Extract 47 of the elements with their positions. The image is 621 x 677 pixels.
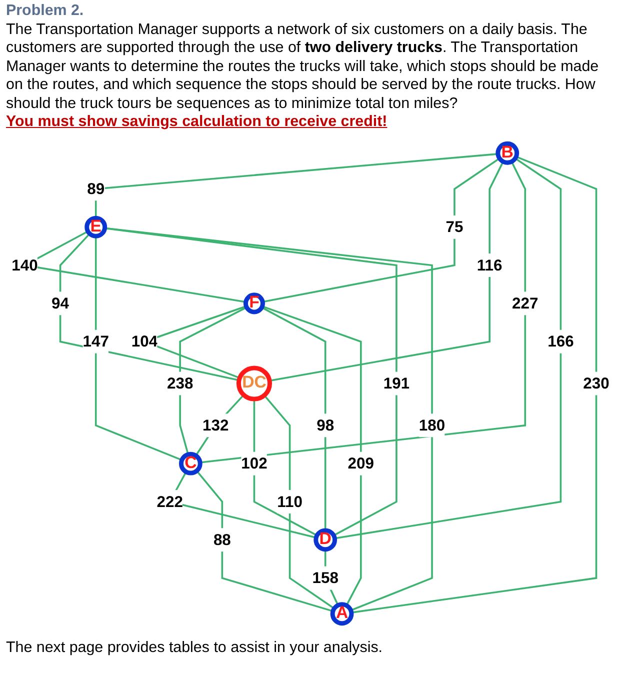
edge-label: 140 — [12, 255, 38, 274]
connector — [94, 152, 498, 218]
edge-label: 116 — [476, 255, 502, 274]
edge-label: 209 — [348, 454, 374, 472]
edge-label: 75 — [446, 217, 464, 236]
instruction-note: You must show savings calculation to receive credit! — [6, 113, 388, 132]
edge-label: 166 — [548, 332, 574, 350]
connector — [94, 236, 182, 460]
problem-statement: The Transportation Manager supports a network of six customers on a daily basis. The customers are supported through the use of two delivery trucks. The Transportation Manager wants to determine the routes the trucks will take, which stops should be made on the routes, and which sequence the stops should be served by the route trucks. How should the truck tours be sequences as to minimize total ton miles? — [6, 20, 600, 113]
edge-label: 238 — [166, 373, 194, 392]
edge-label: 94 — [52, 293, 70, 312]
node-circle: A — [330, 602, 354, 626]
edge-label: 102 — [241, 454, 268, 472]
edge-label: 227 — [512, 293, 538, 312]
node-circle: F — [243, 292, 265, 314]
edge-label: 147 — [82, 332, 109, 350]
connector — [196, 470, 334, 612]
connector — [200, 160, 526, 463]
node-circle: B — [496, 140, 520, 164]
edge-label: 222 — [156, 492, 183, 510]
edge-label: 89 — [87, 178, 105, 197]
edge-label: 104 — [131, 332, 158, 350]
connector — [253, 398, 318, 536]
connector — [351, 155, 598, 613]
edge-label: 230 — [583, 373, 610, 392]
connector — [269, 160, 504, 382]
connector — [264, 394, 335, 609]
edge-label: 88 — [213, 530, 231, 548]
connector — [59, 232, 240, 381]
edge-label: 110 — [277, 492, 302, 510]
edge-label: 132 — [202, 415, 229, 434]
caption: The next page provides tables to assist in your analysis. — [6, 638, 383, 656]
connector — [334, 157, 562, 539]
problem-heading: Problem 2. — [6, 2, 85, 20]
connector — [179, 306, 248, 454]
node-circle: E — [84, 215, 108, 238]
connector — [195, 394, 244, 456]
node-circle: D — [314, 528, 338, 552]
node-circle: DC — [236, 365, 272, 401]
edge-label: 191 — [383, 373, 410, 392]
connector — [261, 306, 326, 530]
edge-label: 158 — [312, 568, 338, 586]
connector — [262, 157, 500, 302]
node-circle: C — [178, 451, 202, 475]
connector — [104, 226, 433, 611]
edge-label: 98 — [316, 415, 334, 434]
edge-label: 180 — [418, 415, 446, 434]
